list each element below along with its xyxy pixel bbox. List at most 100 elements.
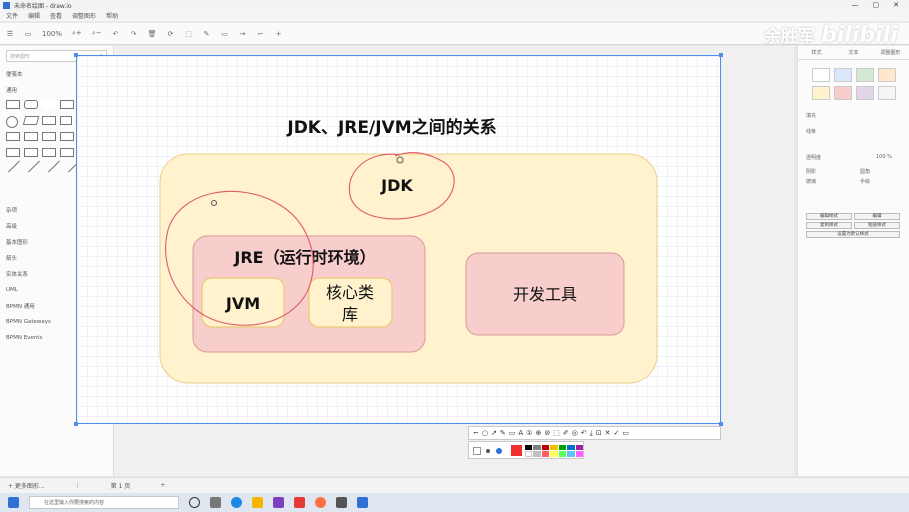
color-swatch-white[interactable]	[812, 68, 830, 82]
color-white[interactable]	[525, 450, 533, 457]
color-gray[interactable]	[533, 445, 541, 450]
size-small-option[interactable]	[473, 447, 481, 455]
color-pink[interactable]	[575, 450, 583, 457]
color-swatch-orange[interactable]	[878, 68, 896, 82]
undo-icon[interactable]: ↶	[112, 29, 119, 38]
jdk-label[interactable]: JDK	[380, 176, 413, 195]
section-bpmn-general[interactable]: BPMN 通用	[6, 304, 35, 310]
taskbar-app-icon-4[interactable]	[315, 497, 326, 508]
annot-tool-ellipse-icon[interactable]: ○	[481, 429, 488, 437]
color-light-red[interactable]	[541, 450, 550, 457]
color-swatch-yellow[interactable]	[812, 86, 830, 100]
line-color-icon[interactable]: ✎	[203, 29, 210, 38]
annot-undo-icon[interactable]: ↶	[580, 429, 587, 437]
zoom-out-icon[interactable]: ⌕−	[91, 29, 102, 37]
shape-and[interactable]	[42, 148, 56, 157]
color-green[interactable]	[558, 445, 567, 450]
page-menu-icon[interactable]: ⋮	[74, 482, 81, 489]
taskbar-app-icon-3[interactable]	[294, 497, 305, 508]
page-tab-1[interactable]: 第 1 页	[110, 483, 131, 490]
menu-edit[interactable]: 编辑	[28, 13, 41, 20]
shape-step[interactable]	[24, 148, 38, 157]
resize-handle-se[interactable]	[719, 422, 723, 426]
section-misc[interactable]: 杂项	[6, 208, 18, 214]
color-black[interactable]	[525, 445, 533, 450]
opacity-value[interactable]: 100 %	[876, 154, 892, 160]
color-light-yellow[interactable]	[550, 450, 558, 457]
color-swatch-red[interactable]	[834, 86, 852, 100]
menu-help[interactable]: 帮助	[106, 13, 119, 20]
section-bpmn-gateways[interactable]: BPMN Gateways	[6, 319, 51, 325]
annot-tool-marker-icon[interactable]: ✐	[562, 429, 569, 437]
annot-tool-blur-icon[interactable]: ⊘	[544, 429, 551, 437]
annot-tool-corner-icon[interactable]: ⌐	[473, 429, 479, 437]
section-entity-relation[interactable]: 实体关系	[6, 272, 29, 278]
minimize-button[interactable]: —	[851, 1, 859, 9]
option-opacity[interactable]: 透明度	[806, 155, 822, 161]
taskbar-app-icon-5[interactable]	[336, 497, 347, 508]
tab-style[interactable]: 样式	[811, 50, 822, 56]
shape-circle[interactable]	[6, 116, 18, 128]
shape-document[interactable]	[6, 132, 20, 141]
shape-card[interactable]	[60, 132, 74, 141]
zoom-level[interactable]: 100%	[42, 29, 63, 38]
annot-tool-pin-icon[interactable]: ◎	[571, 429, 578, 437]
section-arrows[interactable]: 箭头	[6, 256, 18, 262]
insert-icon[interactable]: +	[275, 29, 282, 38]
annot-confirm-icon[interactable]: ✓	[613, 429, 620, 437]
jvm-label[interactable]: JVM	[225, 294, 260, 313]
annot-copy-icon[interactable]: ⊡	[595, 429, 602, 437]
annot-tool-arrow-icon[interactable]: ↗	[490, 429, 497, 437]
paste-style-button[interactable]: 粘贴样式	[854, 222, 900, 229]
annot-tool-pen-icon[interactable]: ✎	[499, 429, 506, 437]
section-general[interactable]: 通用	[6, 88, 18, 94]
color-blue[interactable]	[567, 445, 575, 450]
tab-arrange[interactable]: 调整图形	[880, 50, 901, 56]
dev-tools-box[interactable]	[465, 252, 625, 336]
shape-rounded-rect[interactable]	[24, 100, 38, 109]
color-yellow[interactable]	[550, 445, 558, 450]
menu-arrange[interactable]: 调整图形	[72, 13, 97, 20]
shape-hexagon[interactable]	[42, 116, 56, 125]
dev-tools-label[interactable]: 开发工具	[513, 285, 577, 304]
annot-save-icon[interactable]: ⤓	[589, 428, 593, 437]
resize-handle-nw[interactable]	[74, 53, 78, 57]
section-bpmn-events[interactable]: BPMN Events	[6, 335, 43, 341]
file-explorer-icon[interactable]	[252, 497, 263, 508]
core-library-label-line1[interactable]: 核心类	[326, 283, 374, 302]
section-basic[interactable]: 基本图形	[6, 240, 29, 246]
annot-tool-rect-icon[interactable]: ▭	[508, 429, 516, 437]
shape-text[interactable]	[42, 100, 56, 109]
option-line[interactable]: 线条	[806, 129, 817, 135]
set-default-style-button[interactable]: 设置为默认样式	[806, 231, 900, 238]
shape-note[interactable]	[42, 132, 56, 141]
delete-icon[interactable]: 🗑	[147, 29, 157, 38]
format-toggle-icon[interactable]: ▭	[24, 29, 32, 38]
option-sketch[interactable]: 手绘	[860, 179, 871, 185]
sidebar-toggle-icon[interactable]: ☰	[6, 29, 14, 38]
resize-handle-ne[interactable]	[719, 53, 723, 57]
color-swatch-blue[interactable]	[834, 68, 852, 82]
color-light-blue[interactable]	[567, 450, 575, 457]
taskbar-app-icon-1[interactable]	[210, 497, 221, 508]
color-silver[interactable]	[533, 450, 541, 457]
size-medium-option[interactable]	[486, 449, 490, 453]
color-light-green[interactable]	[558, 450, 567, 457]
color-dark-red[interactable]	[541, 445, 550, 450]
resize-handle-sw[interactable]	[74, 422, 78, 426]
shape-textbox[interactable]	[60, 100, 74, 109]
color-swatch-purple[interactable]	[856, 86, 874, 100]
core-library-box[interactable]	[308, 277, 393, 328]
annot-cancel-icon[interactable]: ✕	[604, 429, 611, 437]
annot-extra-icon[interactable]: ▭	[622, 429, 630, 437]
drawio-taskbar-icon[interactable]	[357, 497, 368, 508]
copy-style-button[interactable]: 复制样式	[806, 222, 852, 229]
shape-or[interactable]	[60, 148, 74, 157]
close-button[interactable]: ✕	[893, 1, 899, 9]
maximize-button[interactable]: ▢	[872, 1, 880, 9]
to-front-icon[interactable]: ⬚	[185, 29, 192, 38]
jvm-box[interactable]	[201, 277, 285, 328]
menu-view[interactable]: 查看	[50, 13, 63, 20]
color-purple[interactable]	[575, 445, 583, 450]
option-rounded[interactable]: 圆角	[860, 169, 871, 175]
